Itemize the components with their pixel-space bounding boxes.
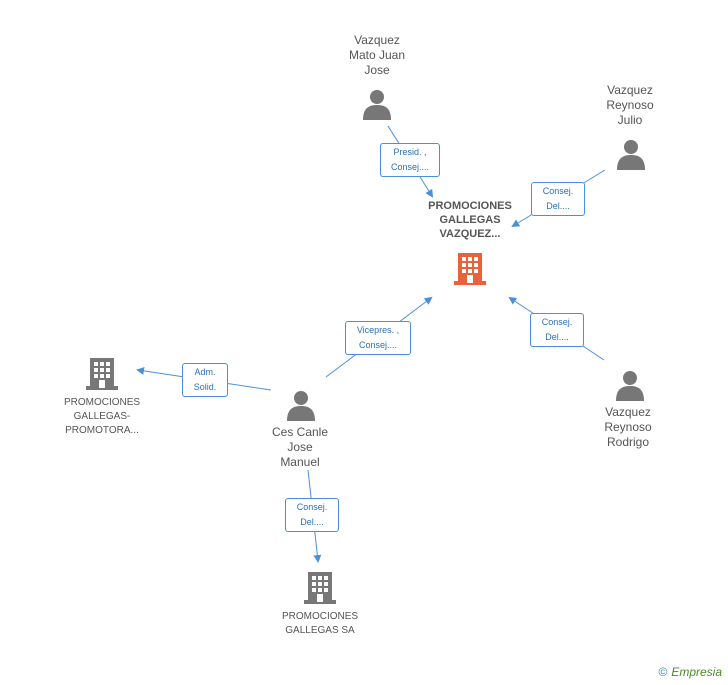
company-node-gallegas-sa[interactable]: PROMOCIONES GALLEGAS SA [264, 610, 376, 638]
copyright-symbol: © [658, 665, 668, 679]
role-label-julio[interactable]: Consej. Del.... [531, 182, 585, 216]
role-label-promotora[interactable]: Adm. Solid. [182, 363, 228, 397]
role-label-mato[interactable]: Presid. , Consej.... [380, 143, 440, 177]
company-node-promotora[interactable]: PROMOCIONES GALLEGAS- PROMOTORA... [46, 396, 158, 438]
building-icon [304, 572, 336, 604]
person-label: Vazquez Reynoso Julio [606, 83, 654, 127]
person-label: Vazquez Mato Juan Jose [348, 33, 406, 77]
person-node-julio[interactable]: Vazquez Reynoso Julio [580, 83, 680, 128]
role-label-gallegas-sa[interactable]: Consej. Del.... [285, 498, 339, 532]
person-node-rodrigo[interactable]: Vazquez Reynoso Rodrigo [578, 405, 678, 450]
brand-name: Empresia [671, 665, 722, 679]
person-icon [617, 140, 645, 170]
company-label: PROMOCIONES GALLEGAS SA [281, 611, 359, 636]
person-label: Ces Canle Jose Manuel [271, 425, 329, 469]
company-label: PROMOCIONES GALLEGAS- PROMOTORA... [63, 397, 141, 436]
building-icon [454, 253, 486, 285]
brand-logo: ©Empresia [658, 665, 722, 679]
main-company-label: PROMOCIONES GALLEGAS VAZQUEZ... [428, 200, 512, 240]
person-node-ces[interactable]: Ces Canle Jose Manuel [250, 425, 350, 470]
person-node-mato[interactable]: Vazquez Mato Juan Jose [327, 33, 427, 78]
building-icon [86, 358, 118, 390]
person-icon [287, 391, 315, 421]
person-icon [616, 371, 644, 401]
role-label-ces-main[interactable]: Vicepres. , Consej.... [345, 321, 411, 355]
person-icon [363, 90, 391, 120]
main-company-node[interactable]: PROMOCIONES GALLEGAS VAZQUEZ... [408, 199, 532, 241]
person-label: Vazquez Reynoso Rodrigo [604, 405, 652, 449]
role-label-rodrigo[interactable]: Consej. Del.... [530, 313, 584, 347]
